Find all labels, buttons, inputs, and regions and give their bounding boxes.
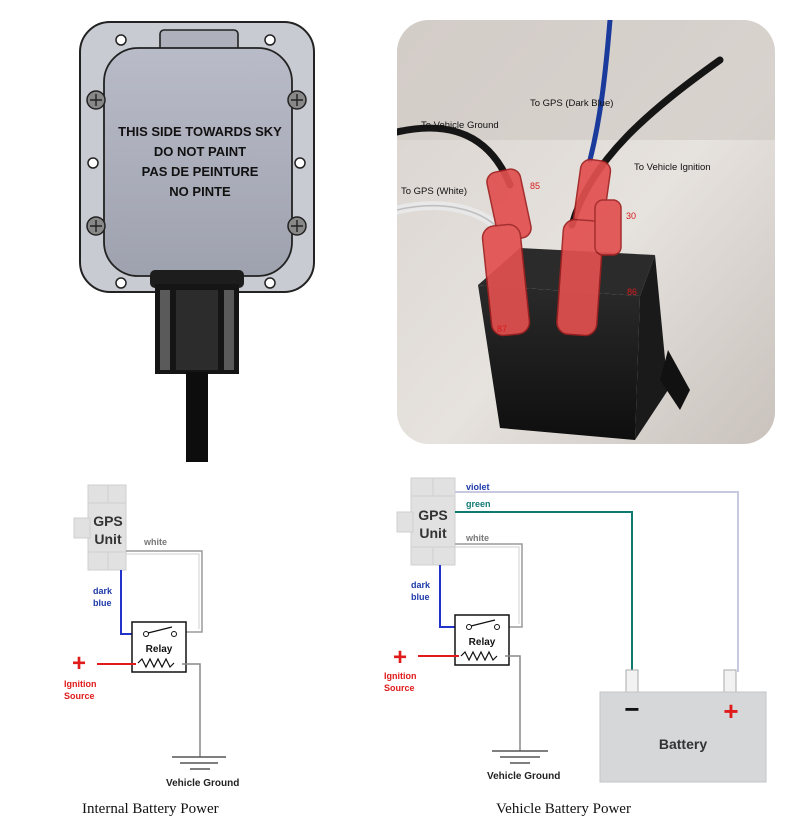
caption-internal-battery: Internal Battery Power — [82, 801, 219, 817]
mounting-hole-icon — [87, 34, 306, 289]
ignition-label-1: Ignition — [384, 671, 417, 681]
photo-label-gps-white: To GPS (White) — [401, 186, 467, 197]
gps-device-illustration: THIS SIDE TOWARDS SKY DO NOT PAINT PAS D… — [79, 21, 315, 462]
ignition-label-1: Ignition — [64, 679, 97, 689]
device-label-line-1: THIS SIDE TOWARDS SKY — [118, 124, 282, 139]
gps-unit-block: GPS Unit — [73, 484, 127, 571]
device-connector — [150, 270, 244, 462]
screw-icon — [86, 90, 307, 236]
white-wire-label: white — [465, 533, 489, 543]
photo-label-gps-dark-blue: To GPS (Dark Blue) — [530, 98, 613, 109]
photo-pin-86: 86 — [627, 287, 637, 297]
device-label-line-2: DO NOT PAINT — [154, 144, 246, 159]
relay-label: Relay — [469, 637, 496, 648]
device-label-line-3: PAS DE PEINTURE — [142, 164, 259, 179]
photo-pin-85: 85 — [530, 181, 540, 191]
vehicle-ground-label: Vehicle Ground — [166, 778, 239, 789]
dark-blue-label-2: blue — [411, 592, 430, 602]
green-wire — [455, 511, 633, 672]
violet-wire — [455, 491, 739, 672]
gps-unit-block: GPS Unit — [396, 477, 456, 566]
relay-photo: 85 30 86 87 To Vehicle Ground To GPS (Da… — [397, 20, 775, 444]
wiring-diagram-internal: GPS Unit white dark blue Relay + Ignitio… — [64, 484, 239, 789]
relay-symbol: Relay — [454, 614, 510, 666]
relay-symbol: Relay — [131, 621, 187, 673]
ignition-plus: + — [72, 650, 86, 677]
gps-unit-label-2: Unit — [94, 531, 122, 547]
ground-symbol-icon — [492, 750, 548, 764]
ignition-label-2: Source — [384, 683, 415, 693]
photo-label-vehicle-ignition: To Vehicle Ignition — [634, 162, 711, 173]
battery-minus: − — [624, 694, 639, 724]
photo-pin-87: 87 — [497, 324, 507, 334]
dark-blue-label-1: dark — [93, 586, 113, 596]
white-wire-label: white — [143, 537, 167, 547]
ignition-label-2: Source — [64, 691, 95, 701]
dark-blue-label-1: dark — [411, 580, 431, 590]
ignition-plus: + — [393, 644, 407, 671]
photo-pin-30: 30 — [626, 211, 636, 221]
battery-plus: + — [723, 696, 738, 726]
ground-wire — [505, 655, 521, 751]
gps-unit-label-1: GPS — [418, 507, 448, 523]
wiring-diagram-vehicle: GPS Unit violet green white dark blue Re… — [384, 477, 767, 783]
dark-blue-label-2: blue — [93, 598, 112, 608]
photo-label-vehicle-ground: To Vehicle Ground — [421, 120, 499, 131]
caption-vehicle-battery: Vehicle Battery Power — [496, 801, 631, 817]
white-wire — [126, 550, 203, 633]
violet-wire-label: violet — [466, 482, 490, 492]
gps-unit-label-2: Unit — [419, 525, 447, 541]
white-wire — [455, 543, 523, 628]
vehicle-ground-label: Vehicle Ground — [487, 771, 560, 782]
gps-unit-label-1: GPS — [93, 513, 123, 529]
battery-label: Battery — [659, 736, 707, 752]
battery-icon: − + Battery — [599, 669, 767, 783]
ground-symbol-icon — [172, 756, 226, 770]
device-label-line-4: NO PINTE — [169, 184, 231, 199]
relay-label: Relay — [146, 644, 173, 655]
ground-wire — [182, 663, 201, 757]
green-wire-label: green — [466, 499, 491, 509]
